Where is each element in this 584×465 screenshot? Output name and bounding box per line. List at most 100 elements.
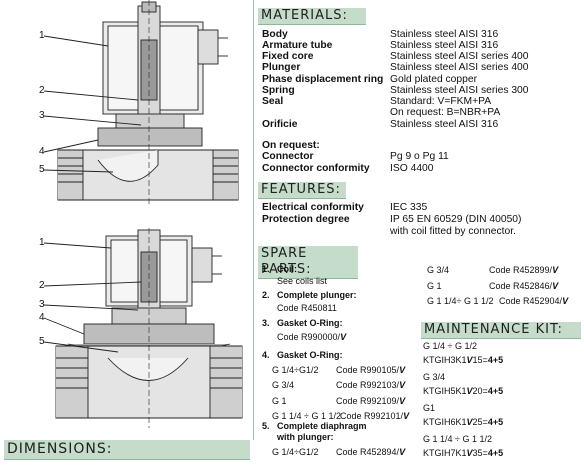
valve-drawing-bottom [43, 228, 243, 428]
spare-5-code-text: Code R452894/ [336, 447, 400, 457]
materials-key: Phase displacement ring [262, 74, 384, 85]
drawing-label-4b: 4 [39, 312, 45, 323]
maintenance-suffix: V [466, 448, 473, 458]
materials-row: Body Stainless steel AISI 316 [262, 29, 582, 40]
spare-4-code-text: Code R992101/ [340, 411, 404, 421]
maintenance-code: KTGIH5K1V20=4+5 [423, 386, 503, 396]
spare-2-num: 2. [262, 290, 270, 300]
spare-3-code: Code R990000/ [277, 332, 341, 342]
materials-row: On request: B=NBR+PA [262, 107, 582, 118]
maintenance-bold: 4+5 [487, 355, 504, 365]
materials-value: Stainless steel AISI series 400 [390, 62, 529, 73]
spare-4-size: G 1 1/4 ÷ G 1 1/2 [272, 411, 341, 421]
features-value: with coil fitted by connector. [390, 226, 516, 237]
spare-4-code: Code R992109/V [336, 396, 405, 406]
features-row: with coil fitted by connector. [262, 226, 582, 237]
maintenance-bold: 4+5 [487, 386, 504, 396]
spare-right-code: Code R452899/V [489, 265, 558, 275]
spare-right-code-text: Code R452899/ [489, 265, 553, 275]
spare-3-num: 3. [262, 318, 270, 328]
drawing-label-5b: 5 [39, 336, 45, 347]
spare-4-suffix: V [399, 380, 406, 390]
spare-4-size: G 1 [272, 396, 287, 406]
maintenance-bold: 4+5 [487, 417, 504, 427]
spare-right-code-text: Code R452904/ [499, 296, 563, 306]
drawing-label-2: 2 [39, 85, 45, 96]
materials-value: Stainless steel AISI 316 [390, 119, 499, 130]
materials-value: Stainless steel AISI 316 [390, 29, 499, 40]
spare-3-title: Gasket O-Ring: [277, 318, 343, 328]
materials-value: On request: B=NBR+PA [390, 107, 501, 118]
features-row: Protection degree IP 65 EN 60529 (DIN 400… [262, 214, 582, 225]
maintenance-code: KTGIH6K1V25=4+5 [423, 417, 503, 427]
spare-right-suffix: V [552, 281, 559, 291]
maintenance-suffix: V [466, 386, 473, 396]
spare-right-size: G 1 [427, 281, 442, 291]
drawing-label-3: 3 [39, 110, 45, 121]
spare-1-sub: See coils list [277, 276, 328, 286]
spare-right-suffix: V [562, 296, 569, 306]
features-row: Electrical conformity IEC 335 [262, 202, 582, 213]
spare-4-code-text: Code R992109/ [336, 396, 400, 406]
drawing-label-1: 1 [39, 30, 45, 41]
materials-value: Stainless steel AISI 316 [390, 40, 499, 51]
features-key: Protection degree [262, 214, 350, 225]
materials-key: Spring [262, 85, 295, 96]
spare-parts-header: SPARE PARTS: [258, 246, 358, 279]
spare-1-num: 1. [262, 264, 270, 274]
spare-4-suffix: V [399, 396, 406, 406]
valve-drawing-top [43, 0, 239, 205]
materials-value: ISO 4400 [390, 163, 434, 174]
materials-key: Armature tube [262, 40, 333, 51]
spare-4-suffix: V [403, 411, 410, 421]
spare-right-suffix: V [552, 265, 559, 275]
materials-value: Standard: V=FKM+PA [390, 96, 492, 107]
maintenance-mid: 20= [472, 386, 488, 396]
materials-key: Connector [262, 151, 314, 162]
spare-5-title-1: Complete diaphragm [277, 421, 367, 431]
spare-2-sub: Code R450811 [277, 303, 337, 313]
materials-row: Armature tube Stainless steel AISI 316 [262, 40, 582, 51]
drawing-label-3b: 3 [39, 299, 45, 310]
materials-row: Connector Pg 9 o Pg 11 [262, 151, 582, 162]
spare-3-sub: Code R990000/V [277, 332, 346, 342]
spare-1-title: Coil: [277, 264, 297, 274]
materials-key: Orificie [262, 119, 298, 130]
maintenance-code: KTGIH3K1V15=4+5 [423, 355, 503, 365]
spare-4-title: Gasket O-Ring: [277, 350, 343, 360]
spare-right-size: G 1 1/4÷ G 1 1/2 [427, 296, 494, 306]
spare-5-title-2: with plunger: [277, 432, 334, 442]
materials-key: Body [262, 29, 288, 40]
drawing-label-5: 5 [39, 164, 45, 175]
maintenance-header: MAINTENANCE KIT: [421, 322, 581, 339]
maintenance-mid: 25= [472, 417, 488, 427]
spare-4-code: Code R992103/V [336, 380, 405, 390]
features-value: IP 65 EN 60529 (DIN 40050) [390, 214, 522, 225]
maintenance-size: G 1/4 ÷ G 1/2 [423, 341, 477, 351]
spare-3-suffix: V [340, 332, 347, 342]
spare-5-code: Code R452894/V [336, 447, 405, 457]
spare-4-code: Code R990105/V [336, 365, 405, 375]
spare-right-code-text: Code R452846/ [489, 281, 553, 291]
maintenance-mid: 35= [472, 448, 488, 458]
materials-row: On request: [262, 140, 582, 151]
materials-value: Pg 9 o Pg 11 [390, 151, 449, 162]
spare-4-suffix: V [399, 365, 406, 375]
materials-row: Connector conformity ISO 4400 [262, 163, 582, 174]
maintenance-suffix: V [466, 355, 473, 365]
maintenance-code-text: KTGIH3K1 [423, 355, 467, 365]
spare-4-size: G 3/4 [272, 380, 295, 390]
features-header: FEATURES: [258, 182, 346, 199]
features-value: IEC 335 [390, 202, 428, 213]
maintenance-size: G 1 1/4 ÷ G 1 1/2 [423, 434, 492, 444]
spare-right-code: Code R452904/V [499, 296, 568, 306]
features-key: Electrical conformity [262, 202, 364, 213]
spare-5-num: 5. [262, 421, 270, 431]
materials-value: Stainless steel AISI series 300 [390, 85, 529, 96]
materials-key: On request: [262, 140, 320, 151]
materials-key: Connector conformity [262, 163, 370, 174]
